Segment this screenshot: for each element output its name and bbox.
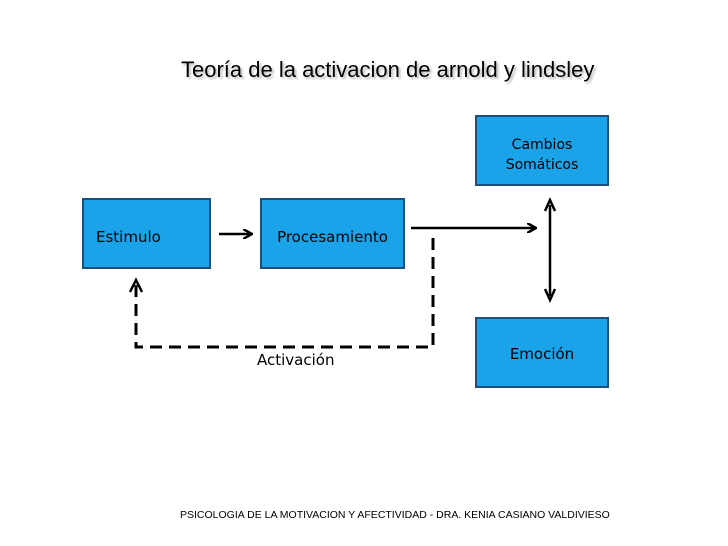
- dashed-loop-arrowhead: [128, 277, 144, 293]
- edge-label-activacion: Activación: [257, 351, 335, 369]
- footer-credit: PSICOLOGIA DE LA MOTIVACION Y AFECTIVIDA…: [180, 509, 610, 521]
- node-cambios-label-line2: Somáticos: [505, 157, 579, 173]
- node-emocion-label: Emoción: [509, 345, 575, 363]
- node-estimulo-label: Estimulo: [96, 228, 161, 246]
- node-procesamiento-label: Procesamiento: [277, 228, 388, 246]
- arrowhead-up: [543, 196, 557, 212]
- node-estimulo: Estimulo: [82, 198, 211, 269]
- arrowhead-down: [543, 288, 557, 304]
- node-cambios-somaticos: Cambios Somáticos: [475, 115, 609, 186]
- node-procesamiento: Procesamiento: [260, 198, 405, 269]
- dashed-feedback-loop: [134, 238, 435, 349]
- diagram-title: Teoría de la activacion de arnold y lind…: [181, 57, 595, 82]
- node-emocion: Emoción: [475, 317, 609, 388]
- node-cambios-label-line1: Cambios: [511, 137, 573, 153]
